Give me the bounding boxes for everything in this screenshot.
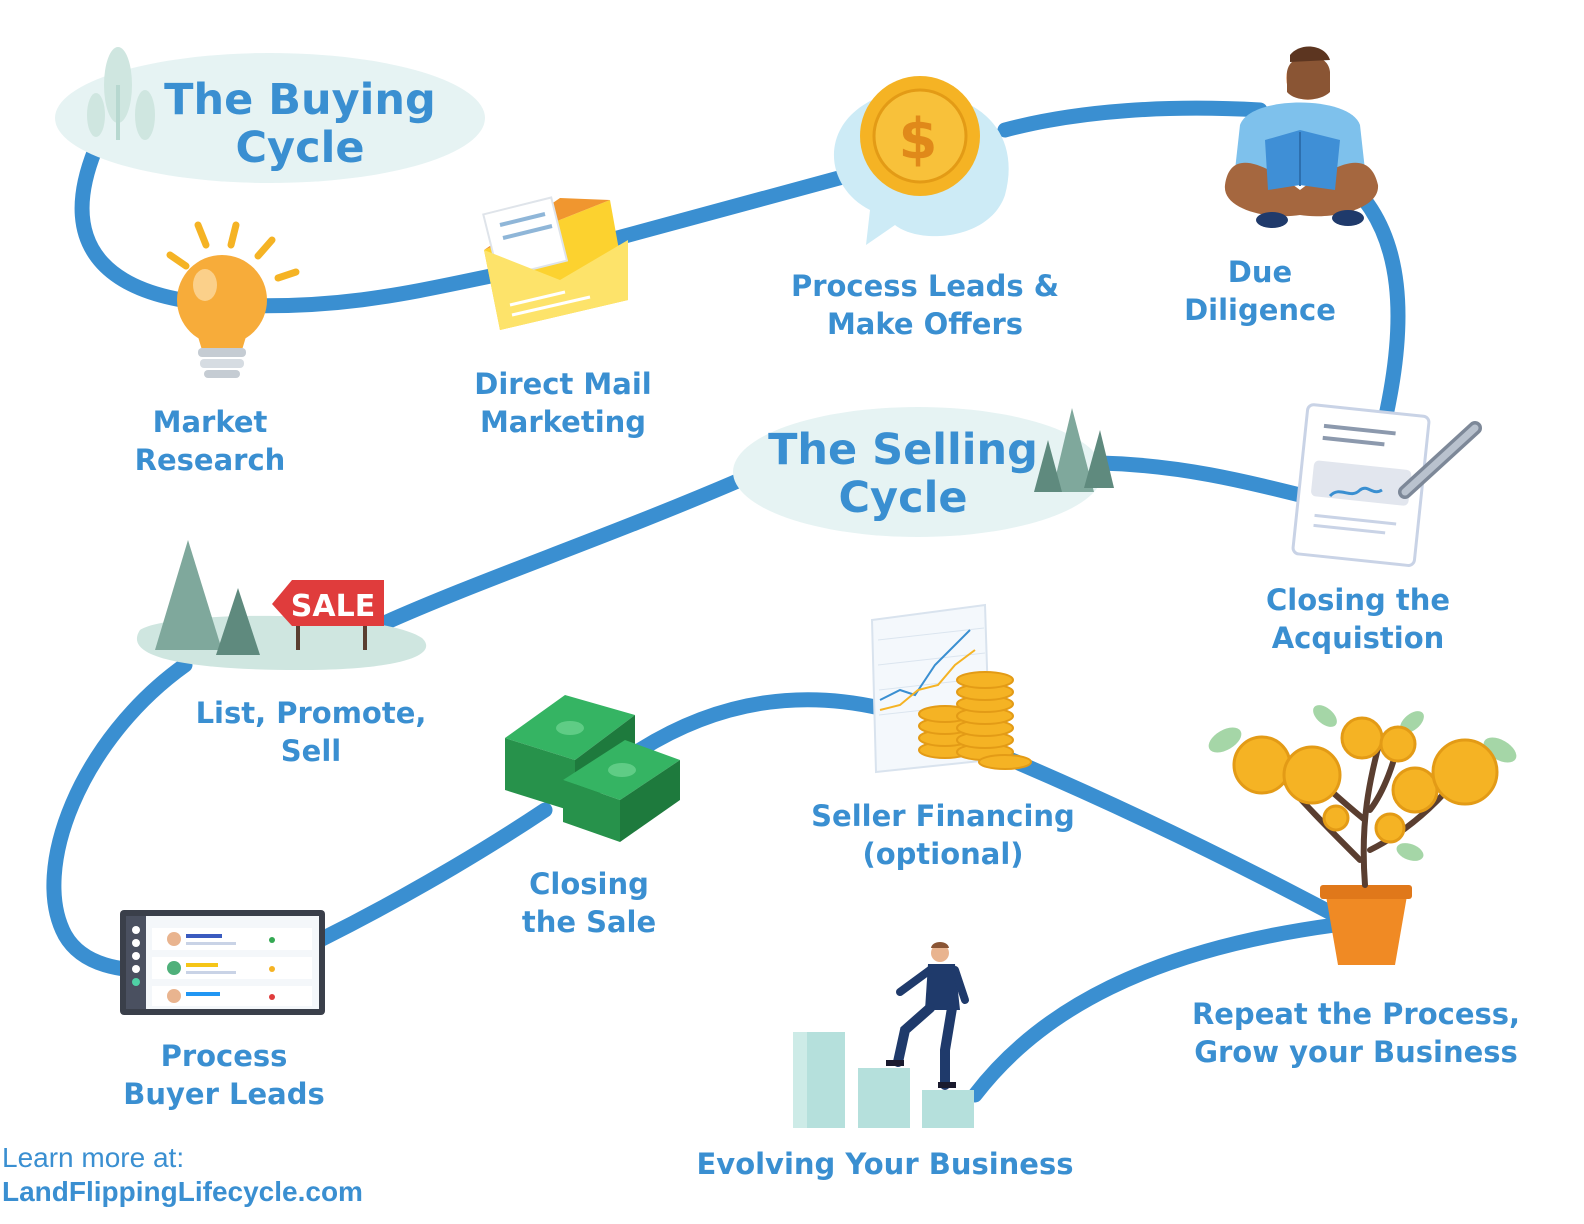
- sale-sign-board: [272, 580, 384, 626]
- evolving-steps-illustration: [793, 942, 974, 1128]
- path-buying-3: [997, 100, 1268, 138]
- step-market-research: Market Research: [134, 405, 286, 477]
- man-reading-illustration: [1224, 46, 1379, 228]
- step-list-promote-sell: List, Promote, Sell: [195, 696, 427, 768]
- coin-speech-bubble: $: [833, 76, 1009, 245]
- step-process-buyer-leads: Process Buyer Leads: [123, 1039, 325, 1111]
- selling-cycle-title-line-1: The Selling: [768, 425, 1038, 475]
- seller-financing-chart-icon: [870, 603, 1032, 774]
- path-selling-3: [46, 657, 193, 980]
- path-selling-5: [632, 692, 888, 758]
- step-due-diligence: Due Diligence: [1184, 255, 1336, 327]
- buying-cycle-title-line-1: The Buying: [164, 75, 436, 125]
- contract-signing-icon: [1291, 403, 1482, 567]
- step-seller-financing: Seller Financing (optional): [811, 799, 1075, 871]
- lightbulb-icon: [166, 221, 300, 378]
- money-tree-icon: [1208, 705, 1517, 965]
- step-direct-mail: Direct Mail Marketing: [474, 367, 652, 439]
- path-growth-1: [992, 747, 1343, 923]
- land-for-sale-scene: SALE: [136, 540, 427, 670]
- step-closing-acquisition: Closing the Acquistion: [1265, 583, 1451, 655]
- lead-rows: [152, 928, 312, 1006]
- footer-learn-more: Learn more at:: [2, 1142, 185, 1173]
- selling-cycle-title-line-2: Cycle: [838, 473, 968, 524]
- path-selling-1: [1092, 455, 1328, 508]
- path-selling-4: [312, 802, 553, 948]
- envelope-icon: [482, 196, 628, 330]
- money-stacks-icon: [505, 695, 680, 842]
- step-process-leads: Process Leads & Make Offers: [790, 269, 1060, 341]
- step-evolving-business: Evolving Your Business: [696, 1147, 1074, 1181]
- lifecycle-path: [46, 100, 1406, 1103]
- buying-cycle-title-line-2: Cycle: [235, 123, 365, 174]
- selling-cycle-bubble: [733, 407, 1114, 537]
- path-growth-2: [967, 917, 1343, 1103]
- coin-dollar-sign: $: [899, 107, 938, 172]
- buying-cycle-bubble: [55, 47, 485, 183]
- sale-sign-text: SALE: [291, 589, 375, 624]
- buying-cycle-title: The Buying Cycle: [160, 76, 440, 172]
- step-repeat-process: Repeat the Process, Grow your Business: [1191, 997, 1521, 1069]
- step-closing-the-sale: Closing the Sale: [521, 867, 657, 939]
- footer-site-link[interactable]: LandFlippingLifecycle.com: [2, 1176, 363, 1207]
- selling-cycle-title: The Selling Cycle: [762, 426, 1044, 522]
- path-selling-2: [372, 472, 748, 633]
- buyer-leads-screen-icon: [120, 910, 325, 1015]
- path-buying-2: [602, 167, 858, 248]
